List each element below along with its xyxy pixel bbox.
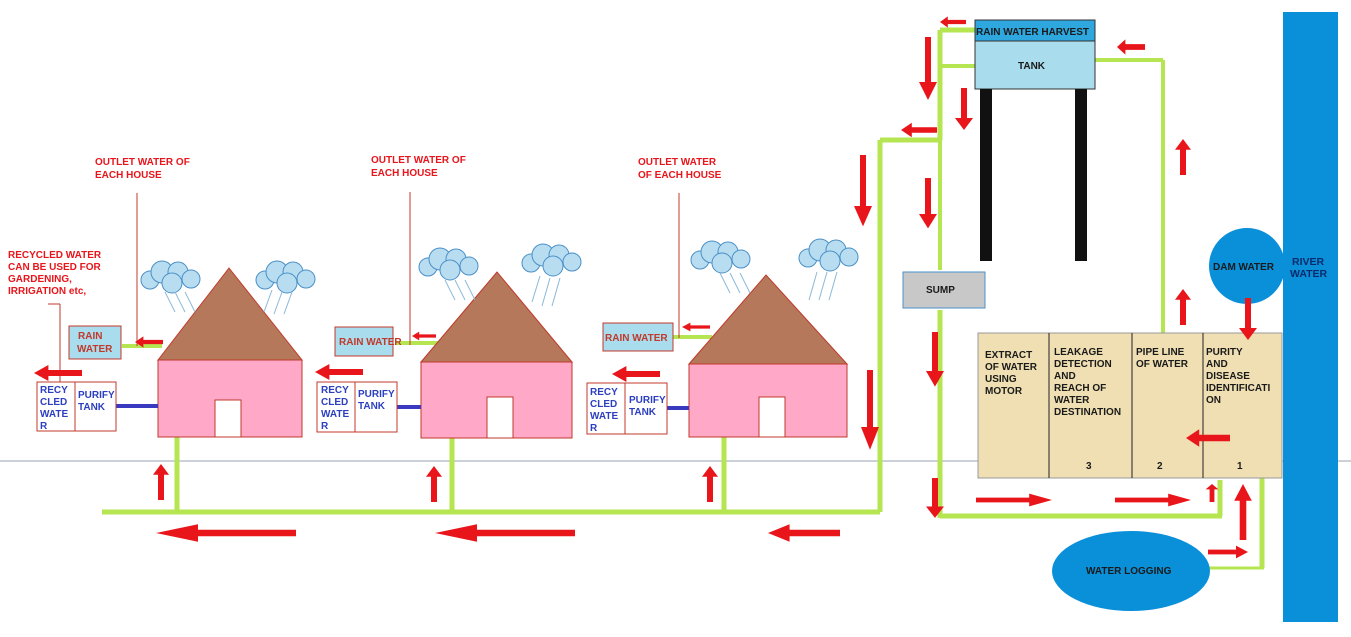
door — [486, 396, 514, 439]
outlet-label-2: OUTLET WATER OF EACH HOUSE — [371, 155, 469, 179]
svg-text:RAIN WATER: RAIN WATER — [77, 331, 113, 355]
recycle-box-3: RECY CLED WATE R PURIFY TANK — [586, 382, 668, 435]
stage-number-1: 1 — [1237, 461, 1243, 472]
svg-text:PURIFY TANK: PURIFY TANK — [629, 395, 668, 418]
door — [758, 396, 786, 438]
house-1 — [156, 267, 304, 438]
svg-text:WATER LOGGING: WATER LOGGING — [1086, 566, 1172, 577]
svg-text:PURIFY TANK: PURIFY TANK — [78, 390, 117, 413]
river-label: RIVER WATER — [1290, 256, 1328, 280]
svg-text:PURIFY TANK: PURIFY TANK — [358, 389, 397, 412]
pipe-network — [102, 27, 1265, 570]
svg-text:RECY CLED WATE: RECY CLED WATE R — [590, 387, 621, 434]
stage-pipeline: PIPE LINE OF WATER — [1136, 347, 1189, 370]
water-logging: WATER LOGGING — [1052, 531, 1210, 611]
svg-text:DAM WATER: DAM WATER — [1213, 262, 1275, 273]
stage-number-3: 3 — [1086, 461, 1092, 472]
svg-text:RECY CLED WATE: RECY CLED WATE R — [321, 385, 352, 432]
svg-text:RECY CLED WATE: RECY CLED WATE R — [40, 385, 71, 432]
stage-purity: PURITY AND DISEASE IDENTIFICATI ON — [1206, 347, 1273, 406]
house-3 — [687, 274, 849, 438]
outlet-label-1: OUTLET WATER OF EACH HOUSE — [95, 157, 193, 181]
svg-text:SUMP: SUMP — [926, 285, 955, 296]
house-2 — [419, 271, 574, 439]
stage-leakage: LEAKAGE DETECTION AND REACH OF WATER DES… — [1054, 347, 1121, 418]
svg-text:TANK: TANK — [1018, 61, 1046, 72]
rain-water-box-3: RAIN WATER — [602, 322, 674, 352]
purify-connectors — [115, 404, 689, 410]
recycle-box-1: RECY CLED WATE R PURIFY TANK — [36, 381, 117, 432]
dam-water: DAM WATER — [1209, 228, 1285, 304]
svg-text:RAIN WATER: RAIN WATER — [339, 337, 402, 348]
process-stages-panel: EXTRACT OF WATER USING MOTOR LEAKAGE DET… — [977, 332, 1283, 479]
rain-water-box-2: RAIN WATER — [334, 326, 402, 357]
sump: SUMP — [902, 271, 986, 309]
clouds — [140, 238, 859, 315]
svg-text:RAIN WATER: RAIN WATER — [605, 333, 668, 344]
outlet-label-3: OUTLET WATER OF EACH HOUSE — [638, 157, 722, 181]
recycle-box-2: RECY CLED WATE R PURIFY TANK — [316, 381, 398, 433]
river — [1283, 12, 1338, 622]
recycled-use-label: RECYCLED WATER CAN BE USED FOR GARDENING… — [8, 250, 104, 297]
outlet-lines — [48, 192, 680, 382]
rain-water-box-1: RAIN WATER — [68, 325, 122, 360]
stage-number-2: 2 — [1157, 461, 1163, 472]
stage-extract: EXTRACT OF WATER USING MOTOR — [985, 350, 1040, 397]
svg-text:RAIN WATER HARVEST: RAIN WATER HARVEST — [976, 27, 1089, 38]
door — [214, 399, 242, 438]
rain-water-tank: RAIN WATER HARVEST TANK — [974, 19, 1096, 261]
